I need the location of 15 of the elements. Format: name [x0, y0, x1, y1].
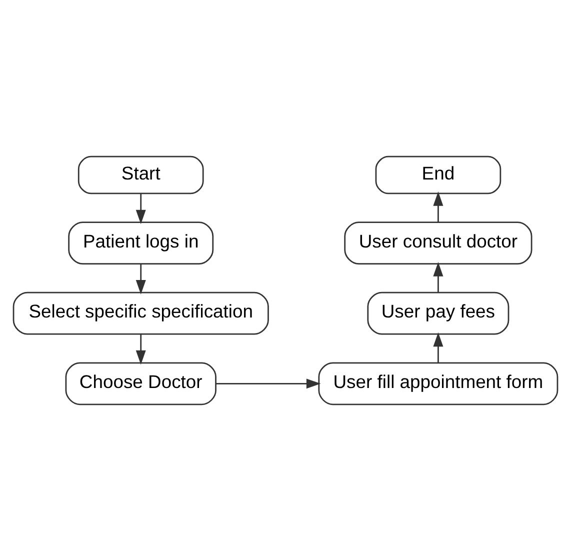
node-box: User consult doctor [344, 221, 532, 264]
node-box: User pay fees [367, 291, 510, 334]
node-box: Patient logs in [68, 221, 214, 264]
node-box: End [375, 155, 502, 194]
node-box: Choose Doctor [65, 362, 216, 405]
arrow [433, 191, 444, 222]
node-box: User fill appointment form [318, 362, 558, 405]
arrow [433, 262, 444, 292]
arrow [136, 193, 146, 224]
arrow [136, 264, 146, 294]
arrow [136, 334, 146, 364]
node-box: Select specific specification [12, 291, 269, 334]
node-box: Start [78, 155, 204, 194]
arrow [216, 378, 321, 388]
arrow [433, 332, 444, 362]
